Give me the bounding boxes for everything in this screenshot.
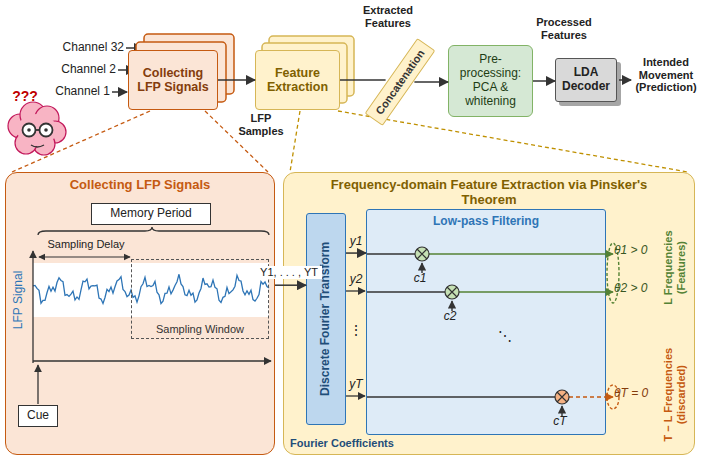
multiplier-symbol xyxy=(555,390,569,404)
threshold-label: θ1 > 0 xyxy=(614,244,660,258)
node-text: Concatenation xyxy=(373,47,427,117)
stage-box: Collecting LFP Signals xyxy=(128,50,218,110)
node-text: Memory Period xyxy=(110,207,191,221)
window-box: Sampling Window xyxy=(131,259,269,339)
zoom-leader xyxy=(338,111,688,172)
transform-box: Discrete Fourier Transform xyxy=(306,213,346,425)
coefficient-name: y2 xyxy=(347,273,365,287)
input-line xyxy=(367,291,445,292)
concat-bar: Concatenation xyxy=(365,38,436,126)
zoom-leader xyxy=(12,111,150,172)
mouth xyxy=(31,145,44,147)
coefficient-name: yT xyxy=(347,378,365,392)
ellipsis: ⋮ xyxy=(349,322,363,338)
flow-arrow xyxy=(218,79,255,81)
flow-arrow xyxy=(275,284,306,286)
memory-brace xyxy=(38,227,269,235)
input-line xyxy=(367,396,555,397)
discarded-frequency xyxy=(569,396,613,397)
output-arrow xyxy=(619,79,631,81)
cue-box: Cue xyxy=(18,405,58,427)
edge-label: LFP Samples xyxy=(230,112,292,137)
threshold-label: θ2 > 0 xyxy=(614,282,660,296)
multiplier-circle xyxy=(415,247,429,261)
coefficient-wire xyxy=(346,395,365,396)
feature-group-label: L Frequencies (Features) xyxy=(662,226,687,310)
discard-group-label: T − L Frequencies (discarded) xyxy=(662,343,687,447)
filter-illustration xyxy=(367,210,627,436)
delay-span xyxy=(39,256,130,257)
zoom-leaders xyxy=(12,111,688,172)
panel-title: Collecting LFP Signals xyxy=(70,178,211,193)
brain-core xyxy=(17,114,57,146)
delay-label: Sampling Delay xyxy=(40,238,132,251)
brain-illustration xyxy=(8,102,66,155)
input-line xyxy=(367,253,415,254)
eye xyxy=(27,128,31,132)
glasses-lens xyxy=(40,124,53,137)
gain-name: cT xyxy=(550,415,570,429)
channel-name: Channel 1 xyxy=(40,85,110,99)
coefficient-wire xyxy=(346,290,365,291)
node-text: LDA Decoder xyxy=(559,66,613,94)
multiplier-symbol xyxy=(445,285,459,299)
node-text: Collecting LFP Signals xyxy=(132,66,214,95)
coefficient-name: y1 xyxy=(347,235,365,249)
node-text: Pre-processing: PCA & whitening xyxy=(452,53,529,108)
multiplier-cross xyxy=(447,287,457,297)
node-text: Feature Extraction xyxy=(259,66,336,95)
multipliers xyxy=(415,247,569,404)
panel-title: Low-pass Filtering xyxy=(433,215,539,229)
edge-label: Processed Features xyxy=(533,16,595,41)
multiplier-symbol xyxy=(415,247,429,261)
decoder-box: LDA Decoder xyxy=(555,58,617,102)
process-box: Pre-processing: PCA & whitening xyxy=(448,45,533,117)
multiplier-cross xyxy=(417,249,427,259)
panel-title: Frequency-domain Feature Extraction via … xyxy=(329,178,649,208)
output-label: Intended Movement (Prediction) xyxy=(633,56,699,94)
flow-arrow xyxy=(533,80,555,82)
multiplier-cross xyxy=(557,392,567,402)
lfp-trace xyxy=(33,274,269,303)
period-box: Memory Period xyxy=(91,203,211,225)
edge-label: Extracted Features xyxy=(356,4,420,29)
channel-name: Channel 32 xyxy=(54,41,124,55)
channel-name: Channel 2 xyxy=(46,63,116,77)
gain-name: c2 xyxy=(440,310,460,324)
stage-box: Feature Extraction xyxy=(255,50,340,110)
signal-ground xyxy=(33,263,269,317)
zoom-leader xyxy=(290,111,300,172)
glasses-bridge xyxy=(36,129,40,131)
kept-frequency xyxy=(459,291,613,292)
edge-label: Y1, . . . , YT xyxy=(256,266,322,279)
channel-wire xyxy=(112,91,127,93)
confused-marks: ??? xyxy=(10,88,40,104)
kept-frequency xyxy=(429,253,613,254)
multiplier-circle xyxy=(555,390,569,404)
y-axis xyxy=(32,251,33,363)
flow-arrow xyxy=(340,79,386,81)
glasses-lens xyxy=(23,124,36,137)
eye xyxy=(44,128,48,132)
ellipsis: ⋱ xyxy=(494,328,516,344)
filter-box: Low-pass Filtering xyxy=(366,209,606,435)
flow-arrow xyxy=(346,252,366,254)
detail-panel: Collecting LFP SignalsMemory PeriodSampl… xyxy=(5,172,275,455)
flow-arrow xyxy=(414,81,448,83)
cue-arrow xyxy=(37,365,38,404)
axis-label: LFP Signal xyxy=(12,265,26,335)
threshold-label: θT = 0 xyxy=(614,387,660,401)
node-text: Discrete Fourier Transform xyxy=(319,218,333,420)
node-text: Sampling Window xyxy=(156,323,244,336)
multiplier-circle xyxy=(445,285,459,299)
detail-panel: Frequency-domain Feature Extraction via … xyxy=(283,172,695,455)
node-text: Cue xyxy=(27,409,49,423)
gain-name: c1 xyxy=(410,272,430,286)
coefficient-caption: Fourier Coefficients xyxy=(290,437,420,450)
time-axis xyxy=(33,360,271,361)
